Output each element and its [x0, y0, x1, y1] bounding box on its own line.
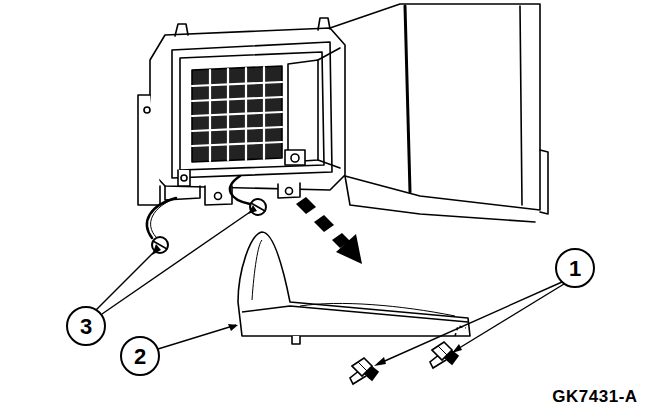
mount-tab	[178, 170, 190, 186]
wire	[147, 198, 176, 238]
screw	[350, 358, 378, 384]
leader-arrowhead	[152, 205, 462, 366]
bracket-hole	[144, 107, 150, 113]
tab-hole	[215, 193, 222, 200]
removal-arrow	[296, 197, 362, 264]
tab-hole	[286, 188, 293, 195]
figure-code: GK7431-A	[552, 388, 637, 405]
mount-tab	[165, 186, 200, 200]
callout-number: 3	[80, 316, 92, 338]
screw	[430, 342, 458, 368]
wire	[150, 198, 176, 237]
housing-tab	[540, 150, 548, 214]
tab-hole	[291, 154, 299, 162]
mount-bracket	[138, 95, 160, 205]
frame-opening	[288, 60, 318, 162]
frame-inner	[172, 42, 332, 178]
frame-recess	[180, 52, 324, 170]
housing-bottom	[345, 176, 535, 222]
tab-hole	[181, 175, 187, 181]
housing-edge	[405, 6, 410, 192]
leader-line	[96, 212, 564, 364]
callout-circle	[67, 249, 594, 375]
lens-grid	[192, 67, 282, 161]
mount-tab	[278, 183, 300, 198]
frame-opening	[318, 48, 340, 168]
callout-number: 1	[569, 258, 581, 280]
parking-lamp	[238, 232, 470, 344]
callout-number: 2	[134, 346, 146, 368]
housing-body	[330, 4, 540, 210]
clip	[175, 18, 330, 36]
mount-tab	[285, 150, 305, 165]
lens	[192, 66, 282, 162]
wire	[230, 176, 250, 204]
housing-edge	[520, 6, 522, 205]
headlamp-frame	[150, 28, 345, 190]
mount-tab	[205, 186, 232, 205]
